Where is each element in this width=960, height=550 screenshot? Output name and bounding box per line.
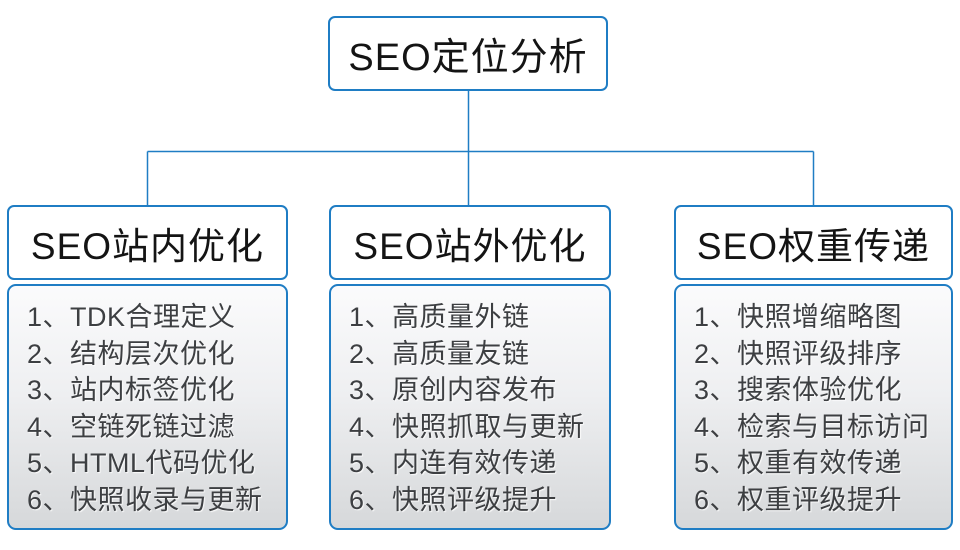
list-item: 5、HTML代码优化 (27, 448, 256, 478)
list-item: 1、快照增缩略图 (694, 302, 903, 332)
list-item: 4、快照抓取与更新 (349, 411, 585, 442)
list-item: 2、结构层次优化 (27, 338, 236, 369)
list-item: 6、权重评级提升 (694, 484, 903, 515)
column-onsite-header: SEO站内优化 (7, 205, 288, 280)
list-item: 2、快照评级排序 (694, 338, 903, 369)
list-item: 6、快照评级提升 (349, 484, 558, 515)
column-onsite-title: SEO站内优化 (30, 225, 265, 267)
root-node-label: SEO定位分析 (348, 37, 588, 79)
root-node: SEO定位分析 (328, 16, 608, 91)
column-onsite-list: 1、TDK合理定义 2、结构层次优化 3、站内标签优化 4、空链死链过滤 5、H… (7, 284, 288, 530)
list-item: 2、高质量友链 (349, 338, 530, 369)
column-weight-header: SEO权重传递 (674, 205, 953, 280)
list-item: 5、内连有效传递 (349, 448, 558, 478)
column-offsite-title: SEO站外优化 (353, 225, 587, 267)
list-item: 4、空链死链过滤 (27, 411, 236, 442)
list-item: 3、站内标签优化 (27, 375, 236, 405)
list-item: 3、原创内容发布 (349, 375, 558, 405)
column-offsite-list: 1、高质量外链 2、高质量友链 3、原创内容发布 4、快照抓取与更新 5、内连有… (329, 284, 611, 530)
list-item: 1、高质量外链 (349, 302, 530, 332)
column-weight-title: SEO权重传递 (696, 225, 931, 267)
list-item: 1、TDK合理定义 (27, 302, 236, 332)
list-item: 5、权重有效传递 (694, 448, 903, 478)
list-item: 4、检索与目标访问 (694, 411, 930, 442)
list-item: 3、搜索体验优化 (694, 375, 903, 405)
column-offsite-header: SEO站外优化 (329, 205, 611, 280)
list-item: 6、快照收录与更新 (27, 484, 263, 515)
column-weight-list: 1、快照增缩略图 2、快照评级排序 3、搜索体验优化 4、检索与目标访问 5、权… (674, 284, 953, 530)
